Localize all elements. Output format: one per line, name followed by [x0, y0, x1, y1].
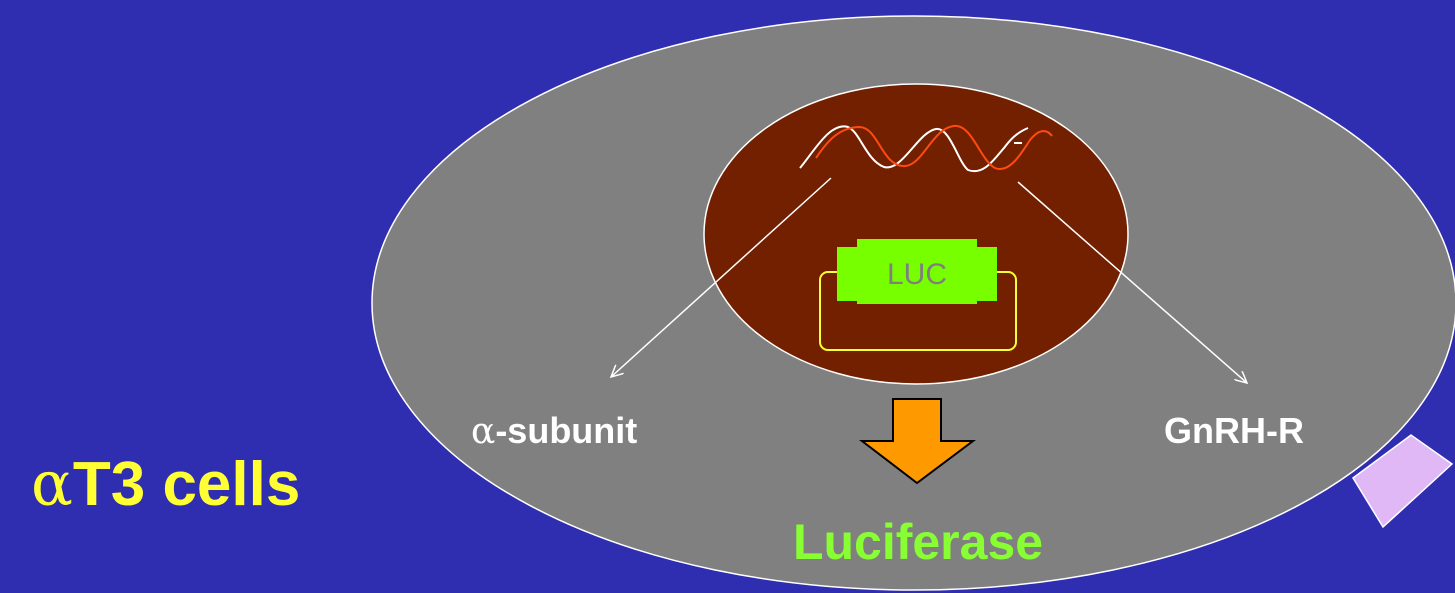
dna-strand-white: [799, 125, 1029, 173]
arrow-to-alpha-subunit: [611, 177, 832, 377]
cell-line-title: αT3 cells: [31, 447, 300, 520]
nucleus-ellipse: [703, 83, 1129, 385]
luc-box: [857, 239, 977, 304]
arrow-to-gnrh-r: [1017, 181, 1247, 383]
luciferase-label: Luciferase: [793, 514, 1043, 570]
gnrh-receptor-shape: [1352, 434, 1454, 529]
gnrh-r-label: GnRH-R: [1164, 410, 1304, 451]
down-arrow-icon: [859, 398, 976, 485]
dna-strand-orange: [815, 125, 1053, 170]
luc-label: LUC: [887, 258, 947, 291]
dna-helix-icon: [799, 125, 1053, 173]
alpha-subunit-label: α-subunit: [471, 410, 637, 452]
